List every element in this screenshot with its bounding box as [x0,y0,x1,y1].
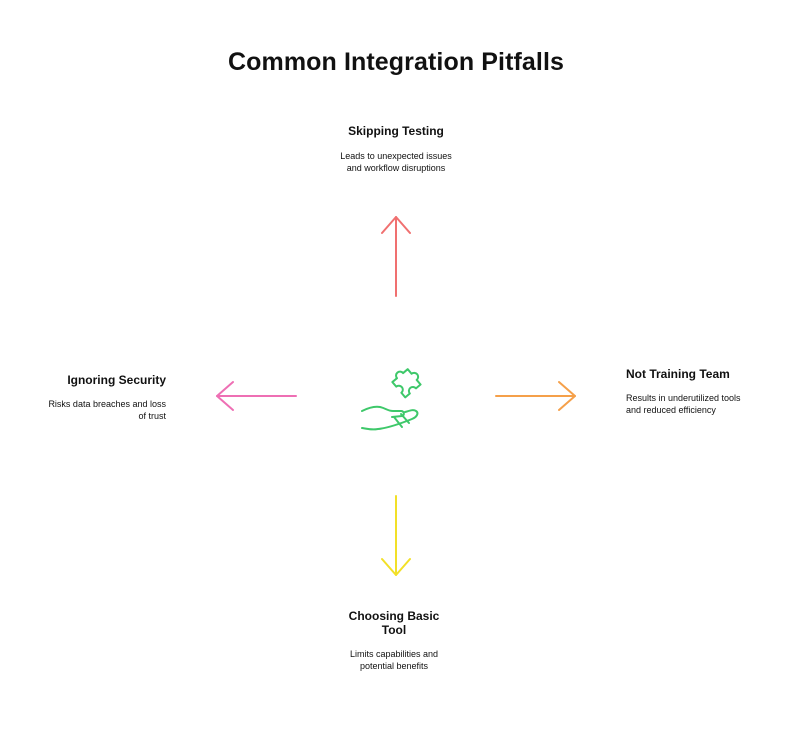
page-title: Common Integration Pitfalls [227,48,565,76]
pitfall-heading: Ignoring Security [67,373,166,387]
pitfall-skipping-testing: Skipping Testing Leads to unexpected iss… [336,124,456,174]
pitfall-heading: Skipping Testing [348,124,444,138]
pitfall-description: Risks data breaches and loss of trust [48,399,166,421]
pitfall-choosing-basic-tool: Choosing Basic Tool Limits capabilities … [336,609,452,672]
arrow-down-icon [381,495,411,576]
pitfall-heading: Choosing Basic Tool [348,609,440,637]
arrow-left-icon [216,381,297,411]
arrow-up-icon [381,216,411,297]
pitfall-heading: Not Training Team [626,367,730,381]
pitfall-description: Results in underutilized tools and reduc… [626,393,741,415]
hand-puzzle-icon [361,368,422,431]
pitfall-description: Limits capabilities and potential benefi… [349,649,439,671]
pitfall-not-training-team: Not Training Team Results in underutiliz… [626,367,742,416]
pitfall-ignoring-security: Ignoring Security Risks data breaches an… [46,373,166,422]
pitfall-description: Leads to unexpected issues and workflow … [340,151,452,173]
arrow-right-icon [495,381,576,411]
